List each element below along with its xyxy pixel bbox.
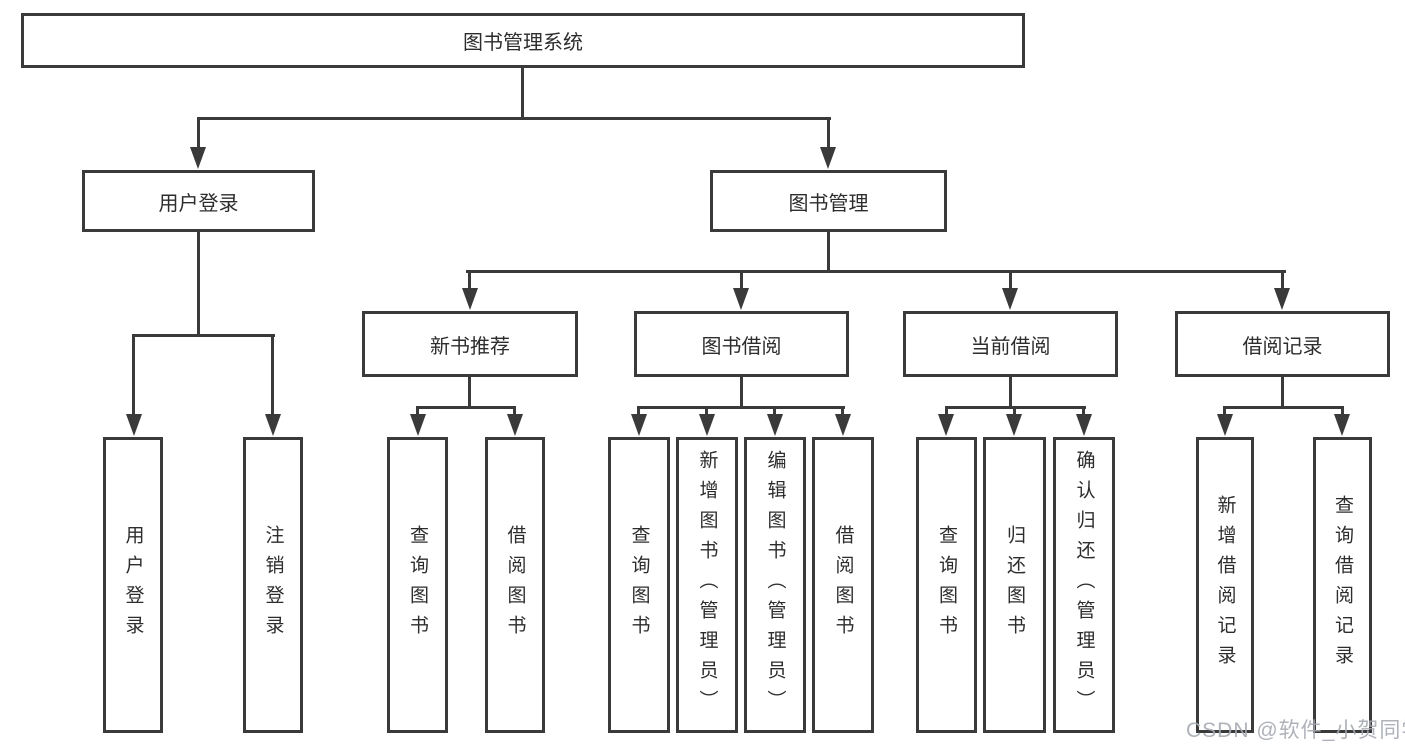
connector-segment [705,406,708,415]
connector-segment [945,406,948,415]
connector-segment [1009,270,1012,289]
arrowhead-icon [1076,414,1092,436]
leaf-records-add-borrow-record: 新增借阅记录 [1196,437,1254,733]
node-book-management: 图书管理 [710,170,947,232]
node-new-book-recommendation: 新书推荐 [362,311,578,377]
leaf-borrowing-edit-books-admin: 编辑图书（管理员） [744,437,806,733]
leaf-borrowing-query-books: 查询图书 [608,437,670,733]
connector-segment [1281,377,1284,408]
arrowhead-icon [190,147,206,169]
connector-segment [740,270,743,289]
arrowhead-icon [1002,288,1018,310]
arrowhead-icon [820,147,836,169]
connector-segment [416,406,516,409]
connector-segment [1013,406,1016,415]
leaf-current-query-books: 查询图书 [916,437,977,733]
csdn-watermark: CSDN @软件_小贺同学 [1186,719,1405,742]
connector-segment [637,406,640,415]
connector-segment [1281,270,1284,289]
connector-segment [637,406,845,409]
arrowhead-icon [410,414,426,436]
arrowhead-icon [507,414,523,436]
connector-segment [466,270,1286,273]
node-current-borrowing: 当前借阅 [903,311,1118,377]
arrowhead-icon [835,414,851,436]
node-user-login: 用户登录 [82,170,315,232]
connector-segment [1341,406,1344,415]
connector-segment [132,334,135,414]
node-book-borrowing: 图书借阅 [634,311,849,377]
connector-segment [271,334,274,414]
leaf-current-return-books: 归还图书 [983,437,1046,733]
connector-segment [197,117,200,148]
arrowhead-icon [462,288,478,310]
arrowhead-icon [699,414,715,436]
connector-segment [740,377,743,408]
connector-segment [1082,406,1085,415]
connector-segment [1223,406,1226,415]
node-borrowing-records: 借阅记录 [1175,311,1390,377]
leaf-borrowing-borrow-books: 借阅图书 [812,437,874,733]
arrowhead-icon [265,414,281,436]
connector-segment [132,334,275,337]
leaf-recommend-query-books: 查询图书 [387,437,448,733]
leaf-records-query-borrow-record: 查询借阅记录 [1313,437,1372,733]
connector-segment [513,406,516,415]
arrowhead-icon [1006,414,1022,436]
connector-segment [827,117,830,148]
arrowhead-icon [938,414,954,436]
connector-segment [1009,377,1012,408]
connector-segment [1224,406,1344,409]
leaf-borrowing-add-books-admin: 新增图书（管理员） [676,437,738,733]
leaf-logout-login: 注销登录 [243,437,303,733]
leaf-recommend-borrow-books: 借阅图书 [485,437,545,733]
connector-segment [197,232,200,336]
connector-segment [773,406,776,415]
arrowhead-icon [631,414,647,436]
leaf-user-login: 用户登录 [103,437,163,733]
arrowhead-icon [1274,288,1290,310]
arrowhead-icon [126,414,142,436]
connector-segment [521,68,524,119]
connector-segment [468,377,471,408]
connector-segment [841,406,844,415]
connector-segment [198,117,831,120]
arrowhead-icon [767,414,783,436]
connector-segment [468,270,471,289]
connector-segment [416,406,419,415]
leaf-current-confirm-return-admin: 确认归还（管理员） [1053,437,1115,733]
arrowhead-icon [1334,414,1350,436]
arrowhead-icon [733,288,749,310]
arrowhead-icon [1217,414,1233,436]
connector-segment [827,232,830,272]
node-library-management-system: 图书管理系统 [21,13,1025,68]
